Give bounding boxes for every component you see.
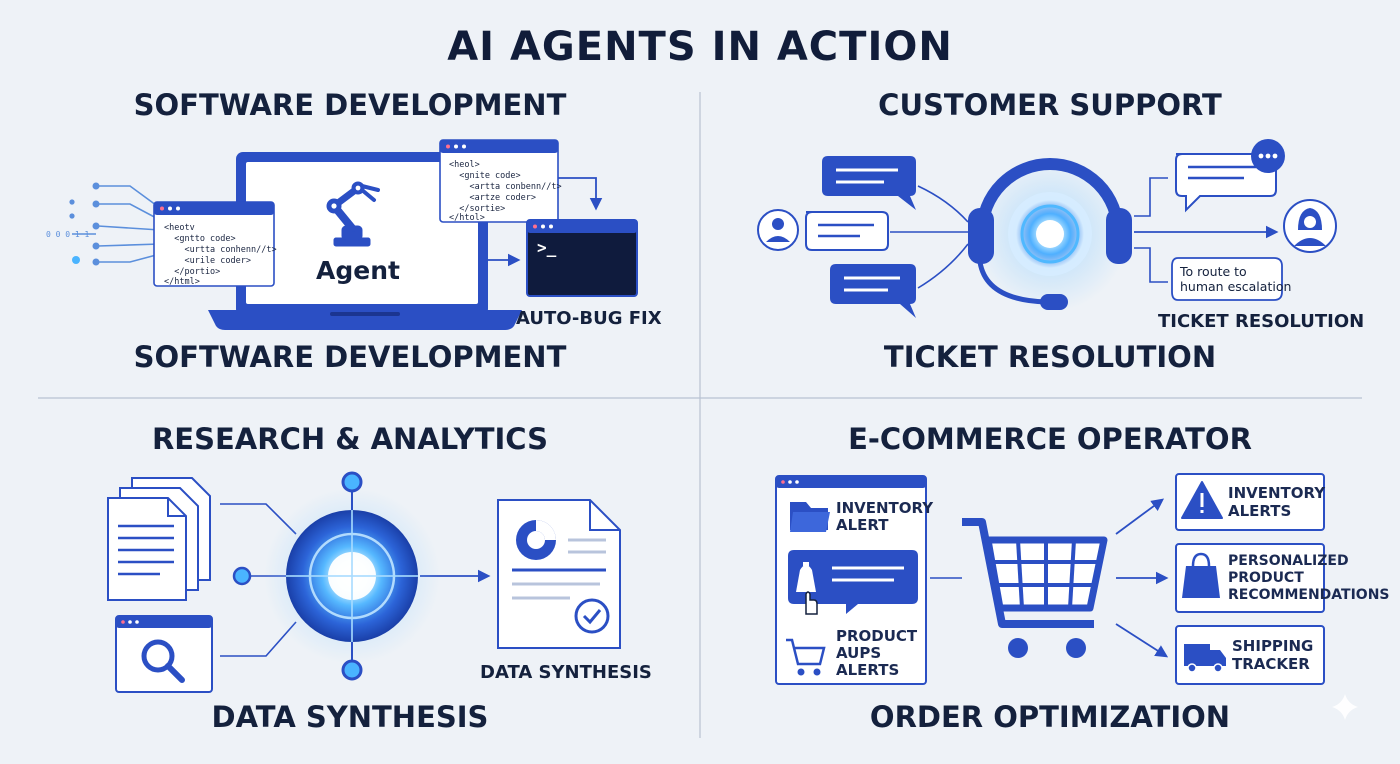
code-right-line: </htol> bbox=[449, 213, 485, 223]
cursor-hand-icon bbox=[805, 591, 818, 615]
code-left-line: <urtta conhenn//t> bbox=[164, 245, 277, 255]
headset-icon bbox=[968, 156, 1132, 312]
software-caption: SOFTWARE DEVELOPMENT bbox=[133, 340, 567, 374]
code-right-line: <artta conbenn//t> bbox=[449, 182, 562, 192]
panel-item-text: ALERT bbox=[836, 516, 889, 534]
output-text: PERSONALIZED bbox=[1228, 553, 1349, 569]
page-title: AI AGENTS IN ACTION bbox=[447, 24, 953, 70]
code-left-line: <gntto code> bbox=[164, 234, 236, 244]
output-text: ALERTS bbox=[1228, 502, 1292, 520]
notification-bubble bbox=[788, 550, 918, 614]
code-left-line: <urile coder> bbox=[164, 256, 251, 266]
code-right-line: <heol> bbox=[449, 160, 480, 170]
sparkle-icon bbox=[1332, 694, 1358, 720]
support-graphic bbox=[757, 139, 1337, 318]
robot-arm-icon bbox=[326, 181, 380, 247]
laptop-base bbox=[208, 310, 522, 330]
data-orb-icon bbox=[232, 471, 440, 681]
output-text: PRODUCT bbox=[1228, 570, 1304, 586]
research-heading: RESEARCH & ANALYTICS bbox=[151, 422, 549, 456]
chat-bubble-right bbox=[1175, 139, 1285, 213]
shopping-bag-icon bbox=[1182, 552, 1220, 598]
output-text: SHIPPING bbox=[1232, 637, 1314, 655]
output-box-shipping bbox=[1175, 625, 1325, 685]
code-left-line: </html> bbox=[164, 277, 200, 287]
code-left-line: <heotv bbox=[164, 223, 195, 233]
support-heading: CUSTOMER SUPPORT bbox=[878, 88, 1222, 122]
shopping-cart-icon bbox=[962, 518, 1108, 658]
escalation-bubble bbox=[1171, 257, 1283, 301]
chat-bubble-3 bbox=[830, 264, 916, 318]
terminal-prompt: >_ bbox=[537, 238, 557, 257]
report-document-icon bbox=[497, 499, 621, 649]
code-left-line: </portio> bbox=[164, 267, 221, 277]
bell-icon bbox=[796, 562, 816, 592]
chat-bubble-2 bbox=[805, 211, 889, 251]
support-caption: TICKET RESOLUTION bbox=[883, 340, 1217, 374]
panel-item-text: AUPS bbox=[836, 644, 882, 662]
folder-icon bbox=[790, 502, 830, 532]
auto-bug-fix-label: AUTO-BUG FIX bbox=[516, 308, 662, 329]
output-text: INVENTORY bbox=[1228, 484, 1326, 502]
ticket-resolution-label: TICKET RESOLUTION bbox=[1158, 311, 1365, 332]
output-text: TRACKER bbox=[1232, 655, 1310, 673]
agent-label: Agent bbox=[316, 256, 400, 285]
escalation-text: To route to bbox=[1180, 264, 1247, 279]
panel-item-text: ALERTS bbox=[836, 661, 900, 679]
output-text: RECOMMENDATIONS bbox=[1228, 587, 1390, 603]
small-cart-icon bbox=[786, 638, 826, 676]
truck-icon bbox=[1184, 644, 1226, 673]
panel-item-text: PRODUCT bbox=[836, 627, 918, 645]
software-graphic bbox=[69, 139, 638, 330]
search-window-icon bbox=[115, 615, 213, 693]
user-icon-left bbox=[757, 209, 799, 251]
code-right-line: <artze coder> bbox=[449, 193, 536, 203]
binary-text: 0 0 0 1 1 bbox=[46, 230, 90, 239]
code-right-line: <gnite code> bbox=[449, 171, 521, 181]
software-heading: SOFTWARE DEVELOPMENT bbox=[133, 88, 567, 122]
chat-bubble-1 bbox=[822, 156, 916, 210]
panel-item-text: INVENTORY bbox=[836, 499, 934, 517]
warning-icon bbox=[1181, 481, 1223, 519]
code-right-line: </sortie> bbox=[449, 204, 506, 214]
escalation-text: human escalation bbox=[1180, 279, 1292, 294]
research-graphic bbox=[107, 471, 621, 693]
data-synthesis-label: DATA SYNTHESIS bbox=[480, 662, 652, 683]
ecommerce-caption: ORDER OPTIMIZATION bbox=[869, 700, 1231, 734]
ecommerce-heading: E-COMMERCE OPERATOR bbox=[848, 422, 1252, 456]
user-icon-right bbox=[1283, 199, 1337, 253]
ecommerce-graphic bbox=[775, 473, 1325, 685]
documents-icon bbox=[107, 477, 211, 601]
research-caption: DATA SYNTHESIS bbox=[211, 700, 489, 734]
